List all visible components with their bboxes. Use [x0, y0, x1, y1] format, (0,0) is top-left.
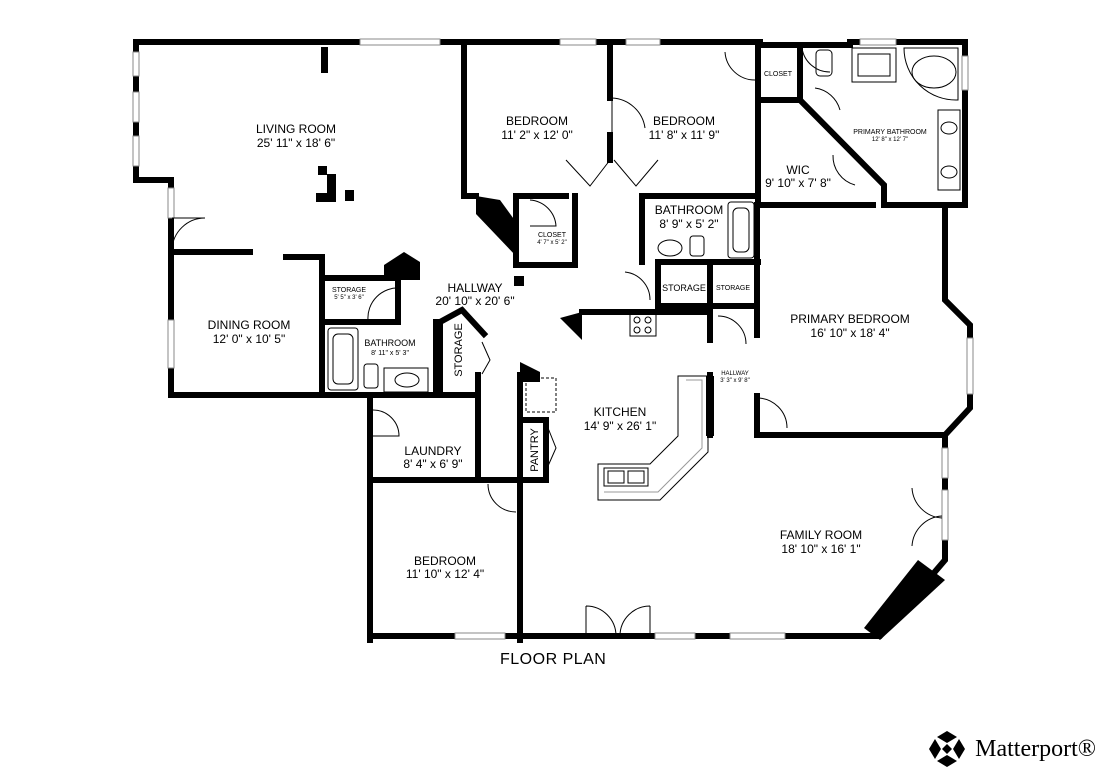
dining-room-dims: 12' 0" x 10' 5"	[213, 332, 285, 346]
closet-small-name: CLOSET	[538, 232, 567, 239]
wic-name: WIC	[786, 163, 810, 177]
living-room-name: LIVING ROOM	[256, 122, 336, 136]
bathroom-2-dims: 8' 11" x 5' 3"	[371, 350, 409, 357]
plan-title: FLOOR PLAN	[500, 651, 607, 668]
room-labels: LIVING ROOM 25' 11" x 18' 6" BEDROOM 11'…	[208, 71, 927, 581]
fixtures	[327, 47, 961, 501]
bathroom-1-name: BATHROOM	[655, 203, 723, 217]
walls	[133, 39, 973, 643]
hallway-small-name: HALLWAY	[721, 371, 749, 377]
bathroom-1-dims: 8' 9" x 5' 2"	[659, 217, 718, 231]
pantry-name: PANTRY	[529, 428, 541, 472]
primary-bedroom-name: PRIMARY BEDROOM	[790, 312, 910, 326]
hallway-small-dims: 3' 3" x 9' 8"	[720, 378, 750, 384]
matterport-logo-icon	[929, 731, 966, 767]
primary-bathroom-name: PRIMARY BATHROOM	[853, 129, 927, 136]
dining-room-name: DINING ROOM	[208, 318, 291, 332]
living-room-dims: 25' 11" x 18' 6"	[257, 136, 335, 150]
structural-blocks	[316, 47, 945, 640]
bedroom-2-name: BEDROOM	[653, 114, 715, 128]
storage-3-name: STORAGE	[332, 287, 366, 294]
laundry-dims: 8' 4" x 6' 9"	[403, 457, 462, 471]
bedroom-2-dims: 11' 8" x 11' 9"	[649, 128, 720, 142]
storage-4-name: STORAGE	[453, 323, 465, 377]
primary-bedroom-dims: 16' 10" x 18' 4"	[810, 326, 889, 340]
bedroom-3-name: BEDROOM	[414, 554, 476, 568]
hallway-dims: 20' 10" x 20' 6"	[435, 294, 514, 308]
kitchen-dims: 14' 9" x 26' 1"	[584, 419, 656, 433]
hallway-name: HALLWAY	[447, 281, 502, 295]
doors	[171, 47, 943, 637]
laundry-name: LAUNDRY	[404, 444, 461, 458]
family-room-dims: 18' 10" x 16' 1"	[781, 542, 860, 556]
bedroom-1-dims: 11' 2" x 12' 0"	[501, 128, 573, 142]
closet-small-dims: 4' 7" x 5' 2"	[537, 240, 567, 246]
closet-top-name: CLOSET	[764, 71, 793, 78]
bedroom-3-dims: 11' 10" x 12' 4"	[406, 567, 484, 581]
storage-1-name: STORAGE	[662, 283, 706, 293]
storage-3-dims: 5' 5" x 3' 6"	[334, 295, 364, 301]
family-room-name: FAMILY ROOM	[780, 528, 862, 542]
primary-bathroom-dims: 12' 8" x 12' 7"	[872, 137, 908, 143]
storage-2-name: STORAGE	[716, 285, 750, 292]
windows	[132, 38, 974, 640]
bathroom-2-name: BATHROOM	[364, 338, 415, 348]
bedroom-1-name: BEDROOM	[506, 114, 568, 128]
brand: Matterport®	[927, 729, 1096, 769]
brand-name: Matterport®	[975, 735, 1096, 762]
kitchen-name: KITCHEN	[594, 405, 647, 419]
wic-dims: 9' 10" x 7' 8"	[765, 176, 831, 190]
